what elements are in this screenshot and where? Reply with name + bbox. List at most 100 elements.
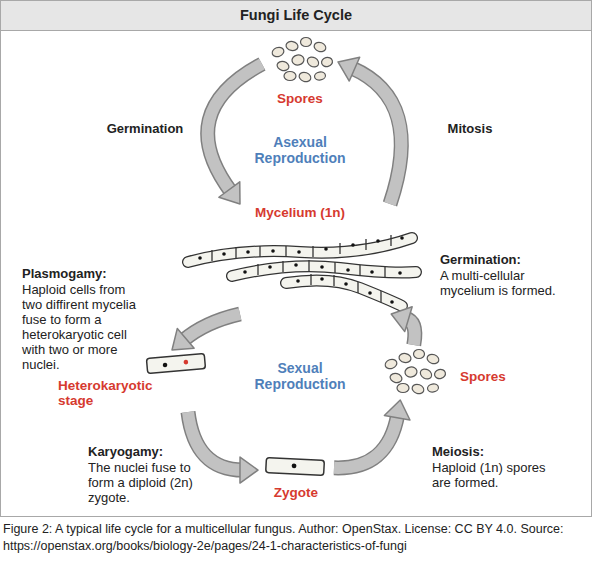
nucleus xyxy=(398,271,402,275)
stage-label: Zygote xyxy=(258,485,334,500)
septum xyxy=(359,265,360,276)
nucleus xyxy=(324,247,328,251)
arrow-shaft xyxy=(334,415,398,468)
spore-cluster-right xyxy=(384,350,447,396)
cycle-arrow xyxy=(338,57,401,204)
cycle-arrow xyxy=(188,412,258,483)
nucleus xyxy=(344,282,348,286)
stage-label: Spores xyxy=(460,369,515,384)
life-stage-node: Spores xyxy=(262,36,338,106)
arrow-head xyxy=(219,182,240,204)
septum xyxy=(257,264,258,275)
nucleus xyxy=(297,250,301,254)
septum xyxy=(339,243,340,254)
hypha-fill xyxy=(232,266,416,276)
life-stage-node: Spores xyxy=(380,345,515,400)
cycle-arrow xyxy=(334,400,410,468)
life-stage-node: Heterokaryotic stage xyxy=(52,350,212,412)
figure-caption: Figure 2: A typical life cycle for a mul… xyxy=(3,521,589,555)
septum xyxy=(310,274,311,285)
arrow-shaft-outline xyxy=(352,68,402,204)
stage-label: Spores xyxy=(262,91,338,106)
nucleus xyxy=(390,300,394,304)
arrow-head xyxy=(172,328,194,350)
arrow-shaft-outline xyxy=(188,412,243,470)
nucleus xyxy=(246,250,250,254)
process-label: Mitosis xyxy=(420,121,520,136)
arrow-head xyxy=(384,400,410,420)
mycelium-hyphae xyxy=(188,238,416,306)
hypha-fill xyxy=(286,280,402,306)
stage-heading: Meiosis: xyxy=(432,444,554,459)
process-label: Germination xyxy=(95,121,195,136)
arrow-shaft-outline xyxy=(334,415,398,468)
septum xyxy=(312,246,313,257)
arrow-shaft xyxy=(208,64,262,192)
septum xyxy=(357,282,358,293)
nucleus xyxy=(400,236,404,240)
septum xyxy=(259,246,260,257)
septum xyxy=(308,260,309,271)
stage-description: Haploid (1n) spores are formed. xyxy=(432,460,554,490)
arrow-head xyxy=(391,307,412,332)
figure-frame xyxy=(1,1,592,517)
diagram-title: Fungi Life Cycle xyxy=(0,7,592,24)
nucleus xyxy=(376,239,380,243)
arrow-shaft-outline xyxy=(208,64,262,192)
septum xyxy=(285,246,286,257)
nucleus xyxy=(368,291,372,295)
title-band xyxy=(1,1,592,31)
cycle-arrow xyxy=(172,314,240,350)
arrow-head xyxy=(240,457,258,483)
nucleus xyxy=(292,463,297,468)
septum xyxy=(334,262,335,273)
hypha-outline xyxy=(232,266,416,276)
septum xyxy=(235,247,236,258)
arrow-shaft xyxy=(352,68,402,204)
nucleus xyxy=(198,256,202,260)
stage-heading: Germination: xyxy=(440,252,565,267)
nucleus xyxy=(163,362,168,367)
septum xyxy=(282,261,283,272)
nucleus xyxy=(296,279,300,283)
stage-description: Haploid cells from two diffirent mycelia… xyxy=(22,282,147,372)
septum xyxy=(384,267,385,278)
hypha-nuclei xyxy=(198,236,404,304)
zygote-cell xyxy=(266,457,325,475)
hypha-outline xyxy=(286,280,402,306)
nucleus xyxy=(351,243,355,247)
stage-label: Mycelium (1n) xyxy=(180,205,420,220)
septum xyxy=(390,235,391,246)
nucleus xyxy=(243,270,247,274)
nucleus xyxy=(346,268,350,272)
life-stage-node: Mycelium (1n) xyxy=(180,204,420,314)
septum xyxy=(211,250,212,261)
nucleus xyxy=(268,265,272,269)
septum xyxy=(365,239,366,250)
arrow-head xyxy=(338,57,360,81)
hypha-fill xyxy=(188,238,412,262)
nucleus xyxy=(294,263,298,267)
section-heading: Sexual Reproduction xyxy=(242,360,358,392)
nucleus xyxy=(320,277,324,281)
stage-description: A multi-cellular mycelium is formed. xyxy=(440,268,565,298)
nucleus xyxy=(183,360,188,365)
stage-description: The nuclei fuse to form a diploid (2n) z… xyxy=(88,460,210,505)
nucleus xyxy=(370,270,374,274)
section-heading: Asexual Reproduction xyxy=(242,134,358,166)
septum xyxy=(380,291,381,302)
life-stage-node: Zygote xyxy=(258,454,334,500)
stage-label: Heterokaryotic stage xyxy=(58,378,173,408)
cycle-arrow xyxy=(391,307,415,345)
nucleus xyxy=(271,249,275,253)
stage-heading: Plasmogamy: xyxy=(22,266,147,281)
cell-wall xyxy=(266,457,325,475)
arrow-shaft-outline xyxy=(183,314,240,340)
cycle-arrow xyxy=(208,64,262,204)
arrow-shaft xyxy=(183,314,240,340)
heterokaryotic-cell xyxy=(146,354,205,374)
hypha-outline xyxy=(188,238,412,262)
hypha-septa xyxy=(212,235,391,302)
cell-wall xyxy=(146,354,205,374)
